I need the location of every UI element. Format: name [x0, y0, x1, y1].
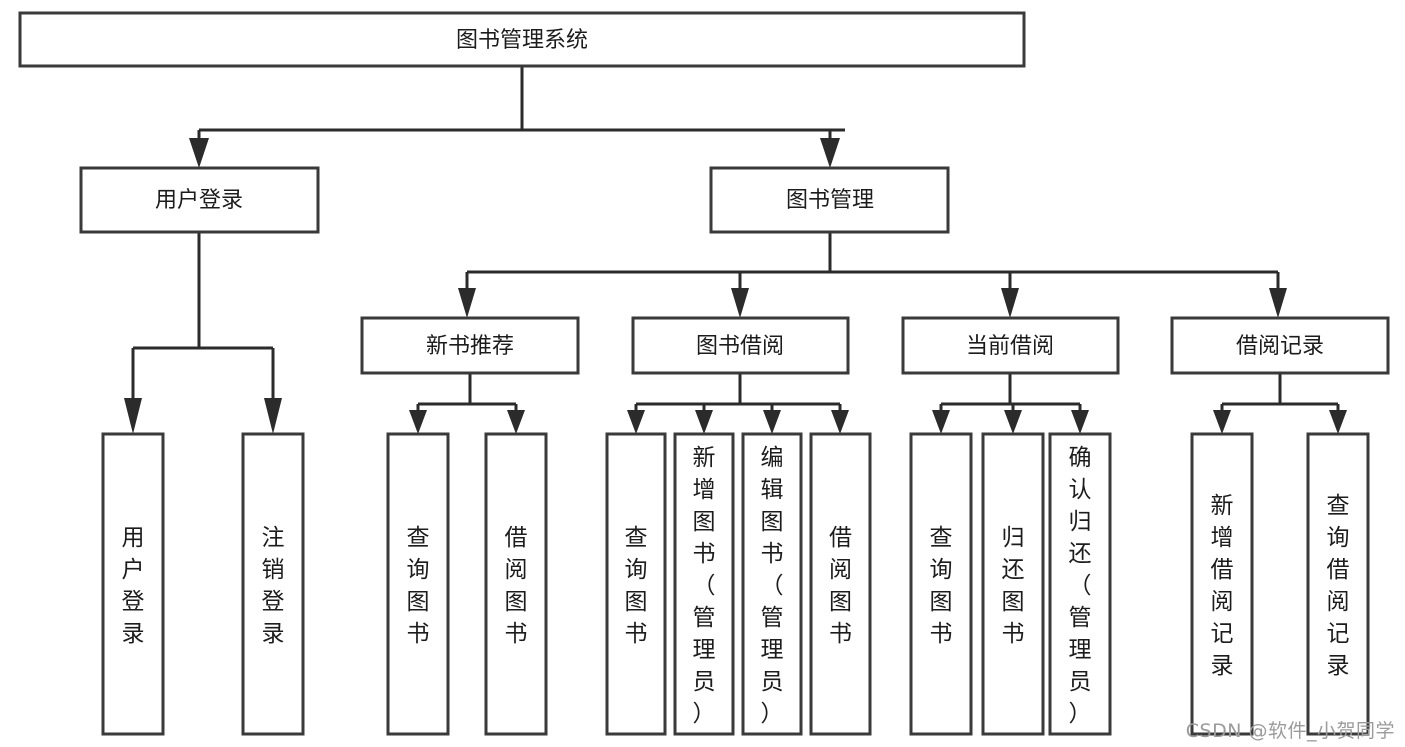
node-root-box[interactable]	[18, 11, 1026, 68]
node-leaf-query-book-bb-label: 查询图书	[625, 525, 648, 647]
arrow-to-leaf-user-logout	[264, 398, 282, 434]
arrow-to-leaf-query-book-rec	[409, 410, 427, 434]
node-new-book-recommend[interactable]: 新书推荐	[360, 316, 580, 375]
node-leaf-edit-book-admin-label: 编辑图书（管理员）	[761, 445, 784, 727]
connector-group-book-borrow	[627, 373, 849, 434]
node-root-label: 图书管理系统	[456, 28, 588, 53]
connector-group-borrow-records	[1213, 373, 1347, 434]
arrow-to-new-book-recommend	[458, 288, 476, 318]
arrow-to-borrow-records	[1269, 288, 1287, 318]
arrow-to-leaf-edit-book-admin	[763, 410, 781, 434]
node-leaf-borrow-book-rec-label: 借阅图书	[505, 525, 528, 647]
node-borrow-records-box[interactable]	[1170, 316, 1390, 375]
connector-group-root	[189, 66, 845, 168]
csdn-watermark: CSDN @软件_小贺同学	[1185, 720, 1395, 742]
node-leaf-confirm-return-admin[interactable]: 确认归还（管理员）	[1048, 432, 1112, 736]
arrow-to-book-management	[820, 138, 840, 168]
arrow-to-book-borrow	[731, 288, 749, 318]
node-current-borrow-label: 当前借阅	[966, 334, 1054, 359]
node-leaf-borrow-book-bb-box[interactable]	[809, 432, 872, 736]
node-book-borrow-box[interactable]	[631, 316, 850, 375]
node-leaf-add-book-admin[interactable]: 新增图书（管理员）	[673, 432, 735, 736]
node-leaf-user-logout[interactable]: 注销登录	[241, 432, 305, 736]
node-leaf-add-borrow-record[interactable]: 新增借阅记录	[1190, 432, 1254, 736]
node-leaf-return-book-box[interactable]	[981, 432, 1045, 736]
arrow-to-user-login	[189, 138, 209, 168]
node-leaf-query-book-rec[interactable]: 查询图书	[386, 432, 450, 736]
node-borrow-records-label: 借阅记录	[1236, 334, 1324, 359]
node-book-management-label: 图书管理	[786, 188, 874, 213]
arrow-to-leaf-query-book-cb	[932, 410, 950, 434]
node-borrow-records[interactable]: 借阅记录	[1170, 316, 1390, 375]
node-leaf-borrow-book-rec-box[interactable]	[484, 432, 548, 736]
arrow-to-current-borrow	[1001, 288, 1019, 318]
node-leaf-query-book-bb[interactable]: 查询图书	[605, 432, 667, 736]
node-leaf-query-book-cb-box[interactable]	[909, 432, 973, 736]
connector-group-current-borrow	[932, 373, 1089, 434]
node-leaf-add-borrow-record-box[interactable]	[1190, 432, 1254, 736]
node-leaf-query-book-cb[interactable]: 查询图书	[909, 432, 973, 736]
node-book-management-box[interactable]	[709, 166, 950, 234]
node-root[interactable]: 图书管理系统	[18, 11, 1026, 68]
node-leaf-borrow-book-rec[interactable]: 借阅图书	[484, 432, 548, 736]
arrow-to-leaf-add-book-admin	[695, 410, 713, 434]
node-leaf-confirm-return-admin-box[interactable]	[1048, 432, 1112, 736]
node-leaf-query-book-rec-box[interactable]	[386, 432, 450, 736]
node-leaf-user-login[interactable]: 用户登录	[101, 432, 165, 736]
arrow-to-leaf-borrow-book-rec	[507, 410, 525, 434]
node-user-login-box[interactable]	[79, 166, 320, 234]
node-leaf-user-login-box[interactable]	[101, 432, 165, 736]
node-leaf-add-book-admin-box[interactable]	[673, 432, 735, 736]
node-new-book-recommend-label: 新书推荐	[426, 334, 514, 359]
node-leaf-query-borrow-record-label: 查询借阅记录	[1327, 493, 1350, 679]
node-current-borrow[interactable]: 当前借阅	[901, 316, 1120, 375]
connector-group-new-book-recommend	[409, 373, 525, 434]
node-leaf-query-book-cb-label: 查询图书	[930, 525, 953, 647]
arrow-to-leaf-return-book	[1004, 410, 1022, 434]
node-leaf-query-book-rec-label: 查询图书	[407, 525, 430, 647]
node-leaf-edit-book-admin-box[interactable]	[741, 432, 803, 736]
leaf-node-layer: 用户登录 注销登录 查询图书 借阅图书 查询图书 新增图书（管理员） 编辑图书（管理员） 借阅…	[101, 432, 1370, 736]
arrow-to-leaf-user-login	[124, 398, 142, 434]
node-new-book-recommend-box[interactable]	[360, 316, 580, 375]
node-leaf-return-book-label: 归还图书	[1002, 525, 1025, 647]
node-leaf-query-borrow-record-box[interactable]	[1306, 432, 1370, 736]
node-book-borrow[interactable]: 图书借阅	[631, 316, 850, 375]
arrow-to-leaf-borrow-book-bb	[831, 410, 849, 434]
node-user-login-label: 用户登录	[155, 188, 243, 213]
node-leaf-borrow-book-bb-label: 借阅图书	[829, 525, 852, 647]
node-leaf-return-book[interactable]: 归还图书	[981, 432, 1045, 736]
node-leaf-confirm-return-admin-label: 确认归还（管理员）	[1069, 445, 1092, 727]
node-leaf-user-logout-box[interactable]	[241, 432, 305, 736]
node-leaf-query-book-bb-box[interactable]	[605, 432, 667, 736]
arrow-to-leaf-query-borrow-record	[1329, 410, 1347, 434]
node-leaf-borrow-book-bb[interactable]: 借阅图书	[809, 432, 872, 736]
arrow-to-leaf-query-book-bb	[627, 410, 645, 434]
node-leaf-add-book-admin-label: 新增图书（管理员）	[693, 445, 716, 727]
arrow-to-leaf-confirm-return-admin	[1071, 410, 1089, 434]
node-leaf-edit-book-admin[interactable]: 编辑图书（管理员）	[741, 432, 803, 736]
node-current-borrow-box[interactable]	[901, 316, 1120, 375]
node-book-borrow-label: 图书借阅	[696, 334, 784, 359]
node-leaf-user-logout-label: 注销登录	[262, 525, 285, 647]
connector-group-user-login	[124, 232, 282, 434]
node-leaf-user-login-label: 用户登录	[122, 525, 145, 647]
connector-group-book-management	[458, 232, 1287, 318]
node-leaf-query-borrow-record[interactable]: 查询借阅记录	[1306, 432, 1370, 736]
node-leaf-add-borrow-record-label: 新增借阅记录	[1211, 493, 1234, 679]
node-book-management[interactable]: 图书管理	[709, 166, 950, 234]
arrow-to-leaf-add-borrow-record	[1213, 410, 1231, 434]
node-user-login[interactable]: 用户登录	[79, 166, 320, 234]
